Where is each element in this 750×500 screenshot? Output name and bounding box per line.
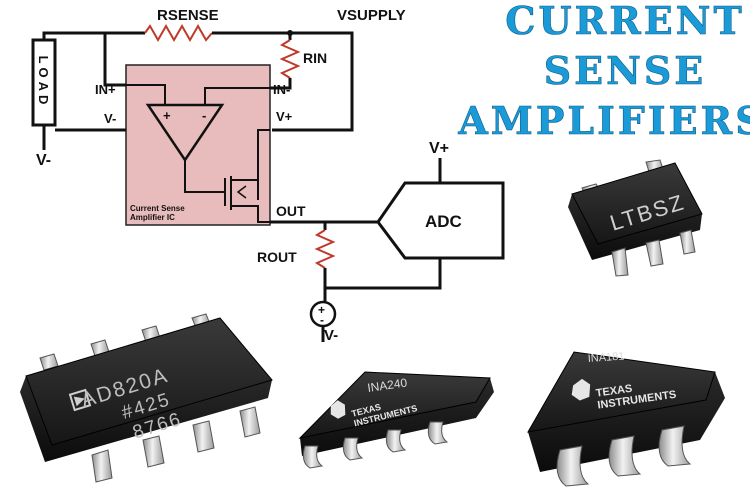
source-minus-sign: - [320,313,324,327]
mosfet-arrow [236,185,247,199]
sot23-pin-front-2 [645,239,664,267]
ina181-pin-2 [608,435,642,477]
ina240-part-number: INA240 [366,375,408,394]
ina181-chip: INA181 TEXAS INSTRUMENTS [527,350,725,487]
soic-ad-pin-front-3 [192,420,215,453]
ti-logo-icon [330,400,346,419]
title-line-1: CURRENT [505,0,745,43]
title-line-2: SENSE [544,48,707,93]
wire-opamp-minus [204,87,270,105]
soic-ad-body-top [25,317,273,446]
wire-opamp-out [184,160,225,193]
ina181-body-top [527,351,716,433]
v-minus-source-label: V- [324,327,338,344]
ina181-ti-brand-1: TEXAS [595,383,633,400]
ic-label-line-1: Current Sense [130,204,185,213]
wire-top [42,31,145,40]
adi-logo-icon [68,388,92,412]
page-title: CURRENT SENSE AMPLIFIERS [457,0,750,143]
soic-ad-pin-front-4 [239,406,261,438]
sot23-pin-front-3 [679,229,696,255]
circuit-schematic [31,23,505,342]
circuit-labels: RSENSE VSUPPLY RIN IN+ IN- V- V+ V- + - … [36,7,462,344]
sot23-pin-front-1 [611,247,629,277]
in-plus-label: IN+ [95,82,116,97]
opamp-triangle [145,103,225,163]
title-line-3: AMPLIFIERS [457,98,750,143]
ina240-pin-3 [385,429,407,453]
ti-logo-icon [571,378,591,401]
ic-label-line-2: Amplifier IC [130,213,175,222]
ina181-pin-3 [658,425,692,467]
opamp-minus-sign: - [202,108,206,123]
in-minus-label: IN- [273,82,290,97]
vsupply-label: VSUPPLY [337,7,406,24]
wire-top-right [212,31,354,132]
rsense-resistor [144,23,213,43]
wire-rout-bottom [323,258,442,290]
soic-ad-pin-front-1 [91,449,113,483]
soic-ad820a-chip: AD820A #425 8766 [20,313,273,483]
ina240-pin-1 [302,445,324,469]
ina240-body-top [298,371,491,439]
ina240-body-side [300,378,494,456]
sot23-body-top [571,162,703,245]
adc-label: ADC [425,212,462,231]
v-plus-label: V+ [276,109,293,124]
rin-resistor [279,39,301,79]
source-plus-sign: + [318,303,325,317]
wire-opamp-plus [126,84,166,105]
v-minus-bottom-label: V- [36,152,51,169]
load-label-text: LOAD [36,56,51,109]
ina240-pin-2 [342,437,364,461]
ina240-chip: INA240 TEXAS INSTRUMENTS [298,371,494,469]
rsense-label: RSENSE [157,7,219,24]
soic-ad-body-side [20,376,272,462]
wire-rin-bottom [270,78,292,90]
v-minus-left-label: V- [104,111,116,126]
out-label: OUT [276,203,306,219]
opamp-plus-sign: + [163,108,171,123]
ina181-part-number: INA181 [587,350,624,365]
rin-label: RIN [303,50,327,66]
wire-ic-vplus [257,129,270,200]
sot23-chip: LTBSZ [568,159,703,277]
ina181-pin-1 [556,445,590,487]
adc-vplus-label: V+ [429,140,449,157]
load-label: LOAD [36,56,51,109]
mosfet-source [231,205,270,223]
rout-label: ROUT [257,249,297,265]
adc-block [376,181,505,260]
rout-resistor [314,229,336,269]
wire-in-plus [103,33,126,87]
ina240-pin-4 [427,421,449,445]
soic-ad-pin-front-2 [142,435,165,468]
ic-body [125,64,271,226]
